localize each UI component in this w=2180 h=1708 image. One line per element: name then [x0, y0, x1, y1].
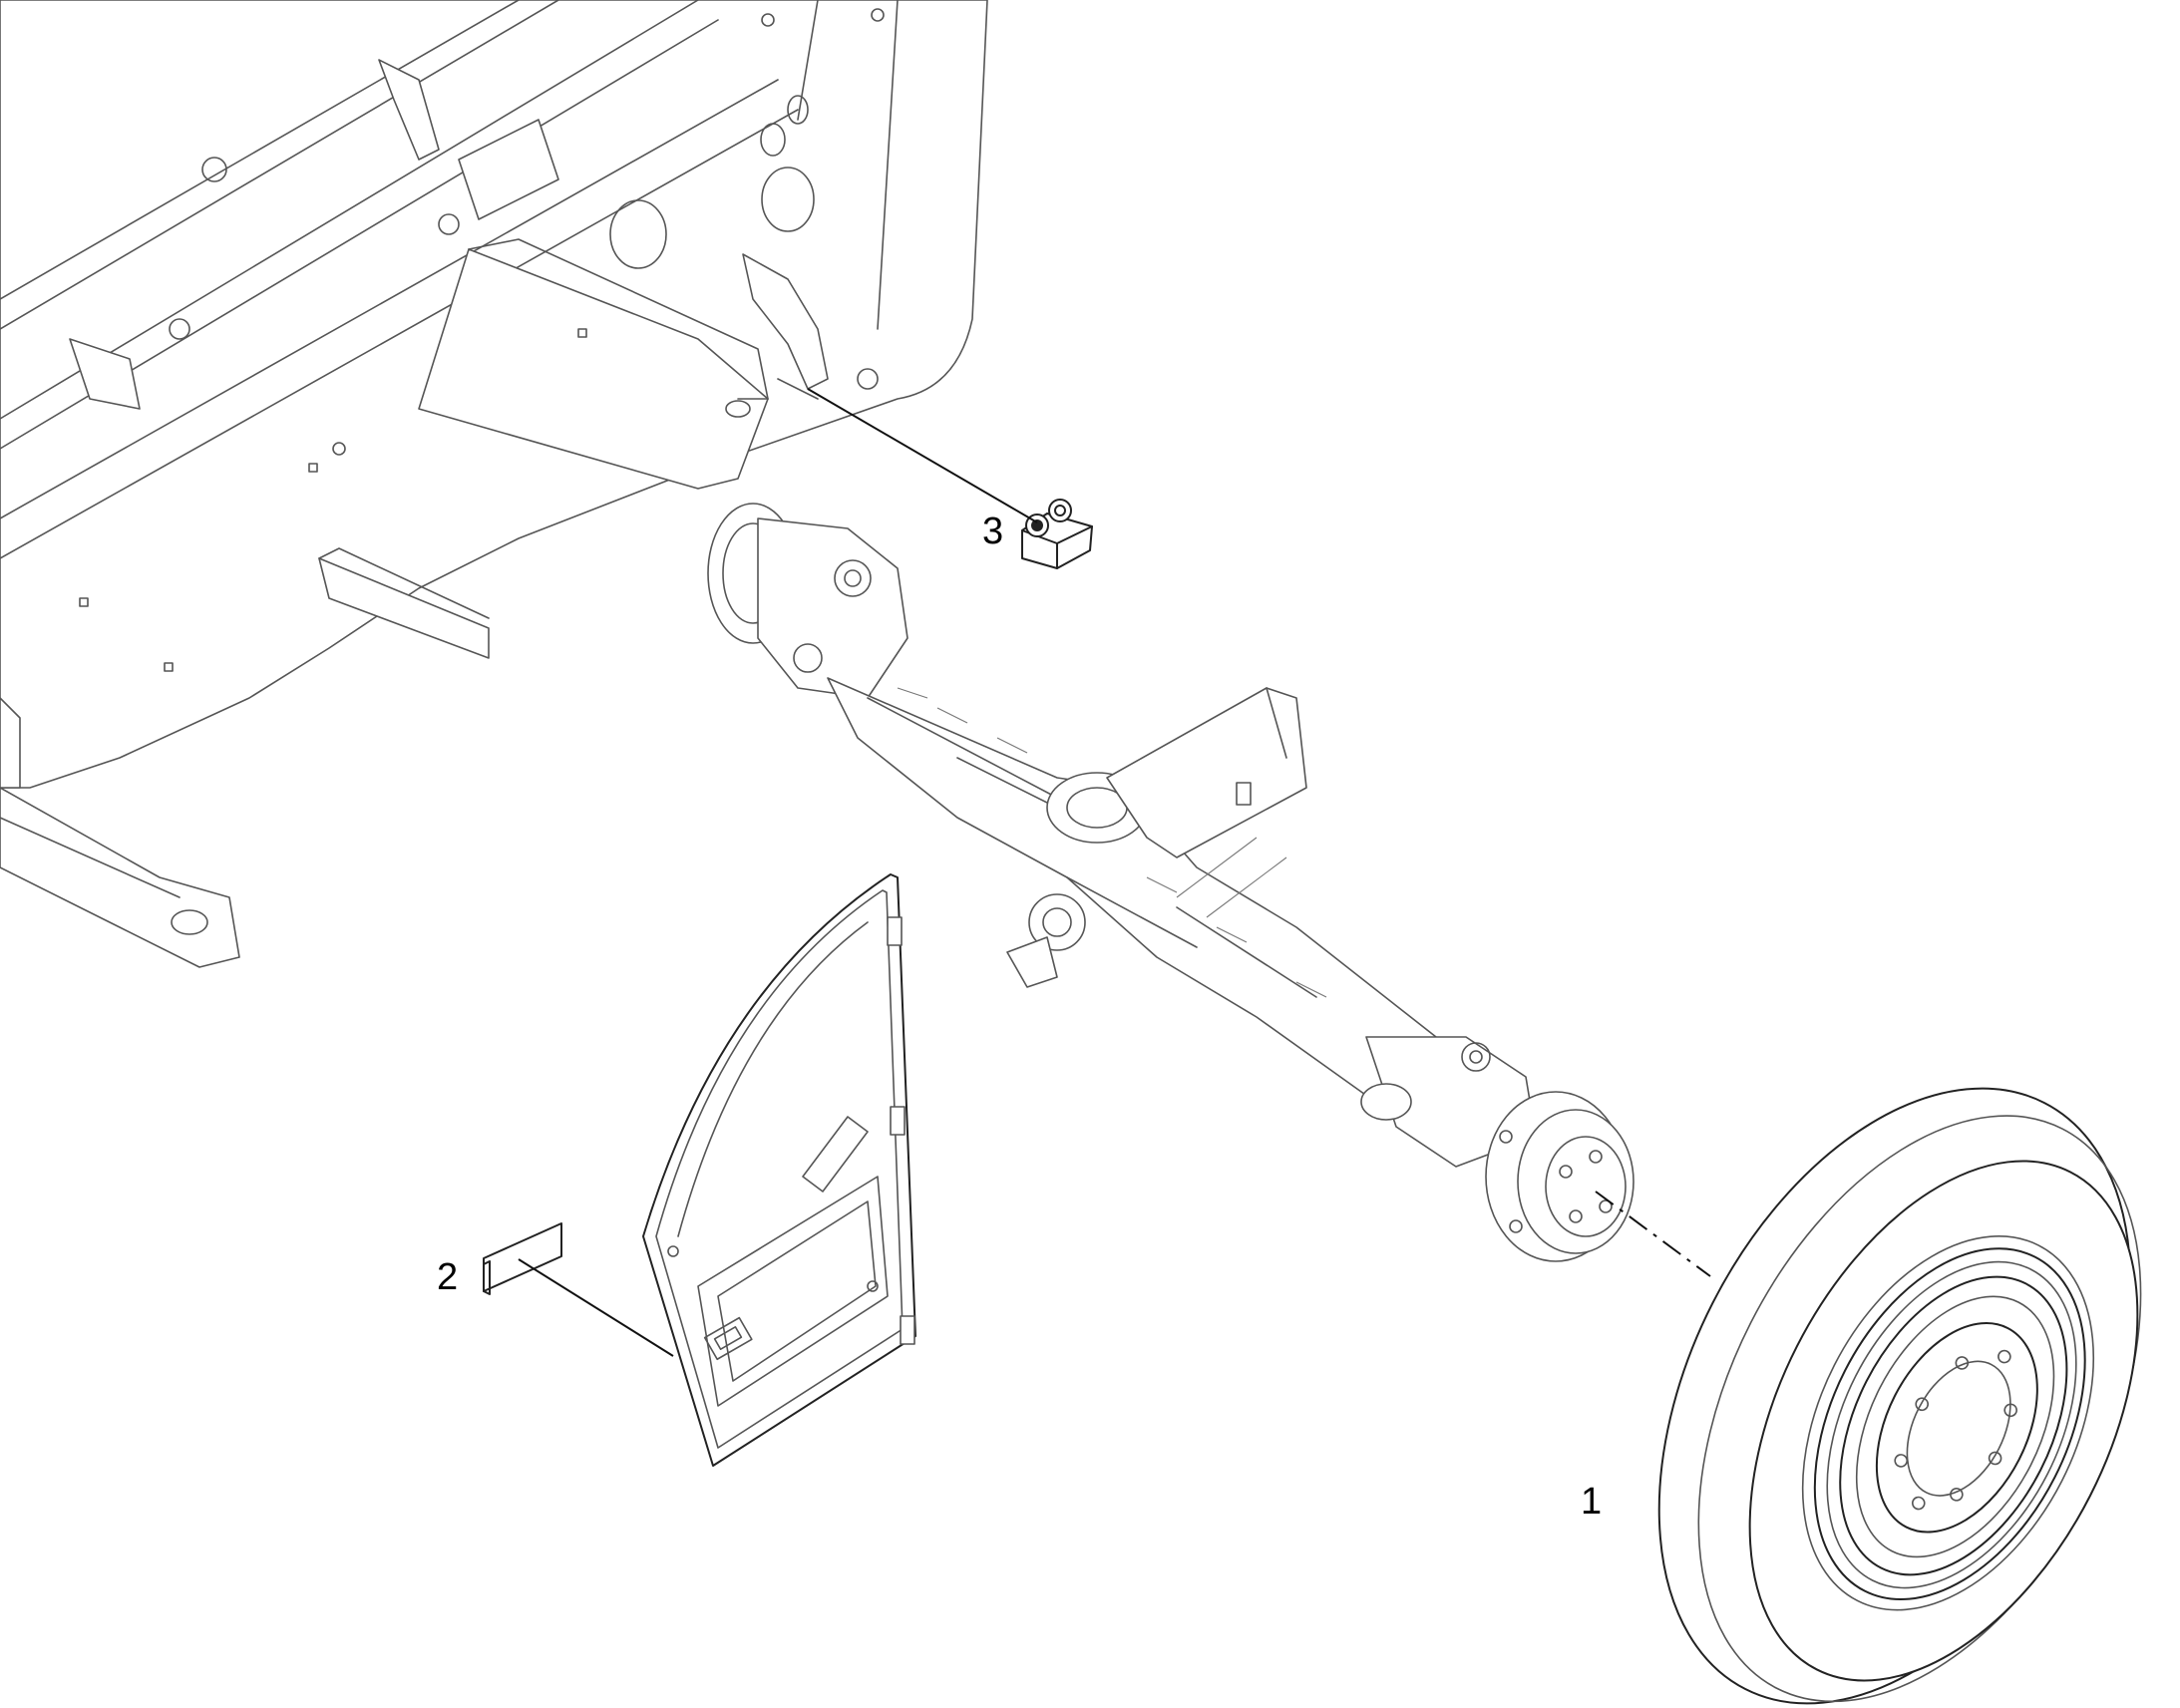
cab-door: [642, 873, 916, 1467]
chassis-frame: [0, 0, 988, 968]
axle-assembly: [707, 503, 1635, 1262]
callout-label-2: 2: [437, 1256, 458, 1298]
decal-part-2: [483, 1222, 562, 1295]
leader-lines: [518, 388, 1711, 1357]
callout-label-3: 3: [982, 511, 1003, 552]
wheel-tire: [1657, 1087, 2142, 1705]
callout-label-1: 1: [1581, 1481, 1602, 1523]
bracket-part-3: [1021, 499, 1093, 569]
